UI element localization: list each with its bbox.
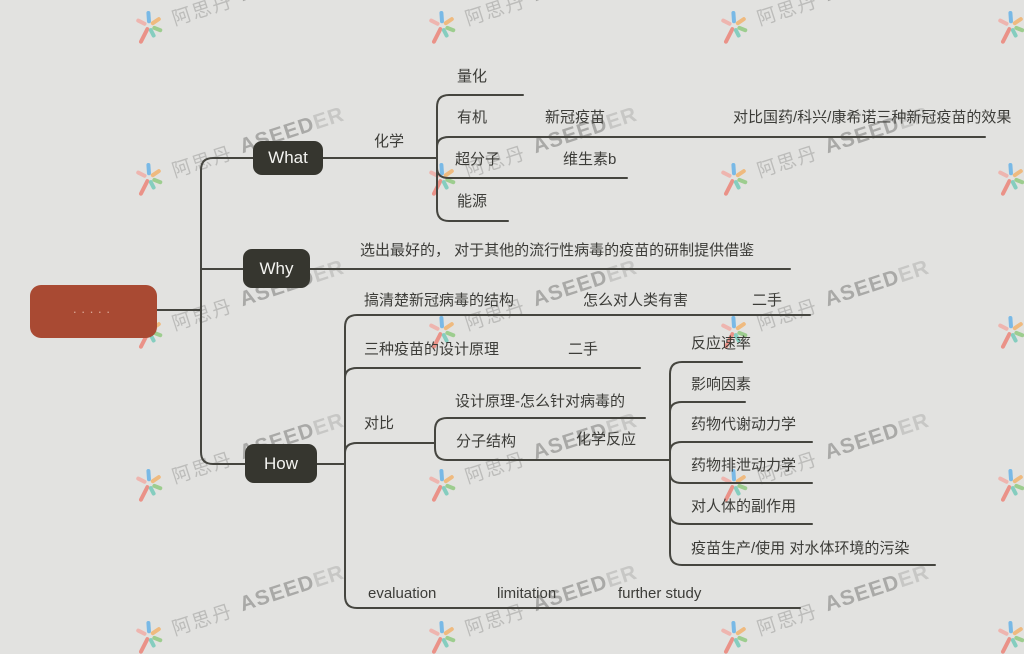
connector-factors-row bbox=[669, 401, 746, 413]
topic-design-vs-virus[interactable]: 设计原理-怎么针对病毒的 bbox=[455, 393, 625, 410]
topic-compare-effects[interactable]: 对比国药/科兴/康希诺三种新冠疫苗的效果 bbox=[733, 109, 1012, 126]
connector-side-effects-row bbox=[669, 513, 813, 525]
connector-how-bracket bbox=[344, 314, 811, 609]
topic-compare[interactable]: 对比 bbox=[364, 415, 395, 432]
topic-further-study[interactable]: further study bbox=[618, 585, 702, 602]
topic-energy[interactable]: 能源 bbox=[457, 193, 488, 210]
topic-vitamin-b[interactable]: 维生素b bbox=[563, 151, 617, 168]
node-how-label: How bbox=[263, 453, 298, 473]
topic-design-principles[interactable]: 三种疫苗的设计原理 bbox=[364, 341, 500, 358]
connector-what-bracket bbox=[436, 94, 524, 222]
node-why-label: Why bbox=[259, 258, 294, 278]
topic-drug-metabolism[interactable]: 药物代谢动力学 bbox=[691, 416, 797, 433]
topic-chemistry[interactable]: 化学 bbox=[374, 133, 405, 150]
topic-reaction-rate[interactable]: 反应速率 bbox=[691, 335, 752, 352]
topic-virus-structure[interactable]: 搞清楚新冠病毒的结构 bbox=[364, 292, 515, 309]
node-why[interactable]: Why bbox=[243, 249, 310, 288]
topic-influencing-factors[interactable]: 影响因素 bbox=[691, 376, 752, 393]
topic-drug-excretion[interactable]: 药物排泄动力学 bbox=[691, 457, 797, 474]
node-what[interactable]: What bbox=[253, 141, 323, 175]
root-node-label: ····· bbox=[72, 304, 115, 319]
topic-secondhand-2[interactable]: 二手 bbox=[568, 341, 599, 358]
topic-molecular-structure[interactable]: 分子结构 bbox=[456, 433, 517, 450]
topic-covid-vaccine[interactable]: 新冠疫苗 bbox=[545, 109, 606, 126]
connector-metabolism-row bbox=[669, 441, 813, 453]
mindmap-canvas: 阿思丹ASEEDER阿思丹ASEEDER阿思丹ASEEDER阿思丹ASEEDER… bbox=[30, 0, 1024, 654]
topic-side-effects[interactable]: 对人体的副作用 bbox=[691, 498, 797, 515]
connector-excretion-row bbox=[669, 472, 813, 484]
topic-water-pollution[interactable]: 疫苗生产/使用 对水体环境的污染 bbox=[691, 540, 910, 557]
node-what-label: What bbox=[268, 148, 308, 167]
topic-supramolecule[interactable]: 超分子 bbox=[455, 151, 501, 168]
topic-limitation[interactable]: limitation bbox=[497, 585, 557, 602]
root-node[interactable]: ····· bbox=[30, 285, 157, 338]
connector-compare-bracket bbox=[434, 417, 671, 461]
topic-chemical-reaction[interactable]: 化学反应 bbox=[576, 431, 637, 448]
connector-supra-chain bbox=[436, 167, 628, 179]
connector-reaction-bracket bbox=[669, 361, 936, 566]
topic-harm-to-humans[interactable]: 怎么对人类有害 bbox=[583, 292, 689, 309]
connector-organic-chain bbox=[436, 136, 986, 148]
connector-compare-row bbox=[344, 442, 436, 454]
node-how[interactable]: How bbox=[245, 444, 317, 483]
topic-secondhand-1[interactable]: 二手 bbox=[752, 292, 783, 309]
topic-organic[interactable]: 有机 bbox=[457, 109, 488, 126]
topic-why-reason[interactable]: 选出最好的， 对于其他的流行性病毒的疫苗的研制提供借鉴 bbox=[360, 242, 755, 259]
connector-trunk bbox=[200, 157, 254, 465]
connector-lines bbox=[156, 94, 986, 609]
topic-evaluation[interactable]: evaluation bbox=[368, 585, 437, 602]
topic-quantify[interactable]: 量化 bbox=[457, 68, 488, 85]
connector-design-row bbox=[344, 367, 641, 379]
